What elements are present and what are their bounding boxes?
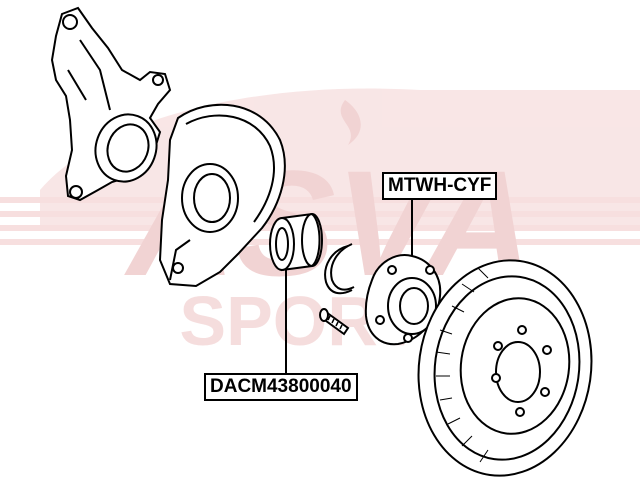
steering-knuckle — [50, 6, 172, 202]
wheel-hub — [364, 254, 442, 346]
snap-ring — [324, 243, 355, 295]
brake-disc — [417, 259, 593, 477]
wheel-bearing — [269, 212, 323, 272]
hub-part-number-label[interactable]: MTWH-CYF — [382, 172, 498, 200]
dust-shield — [158, 103, 286, 288]
bearing-part-number-label[interactable]: DACM43800040 — [204, 373, 358, 401]
leader-lines — [285, 196, 413, 373]
wheel-stud — [319, 308, 350, 336]
